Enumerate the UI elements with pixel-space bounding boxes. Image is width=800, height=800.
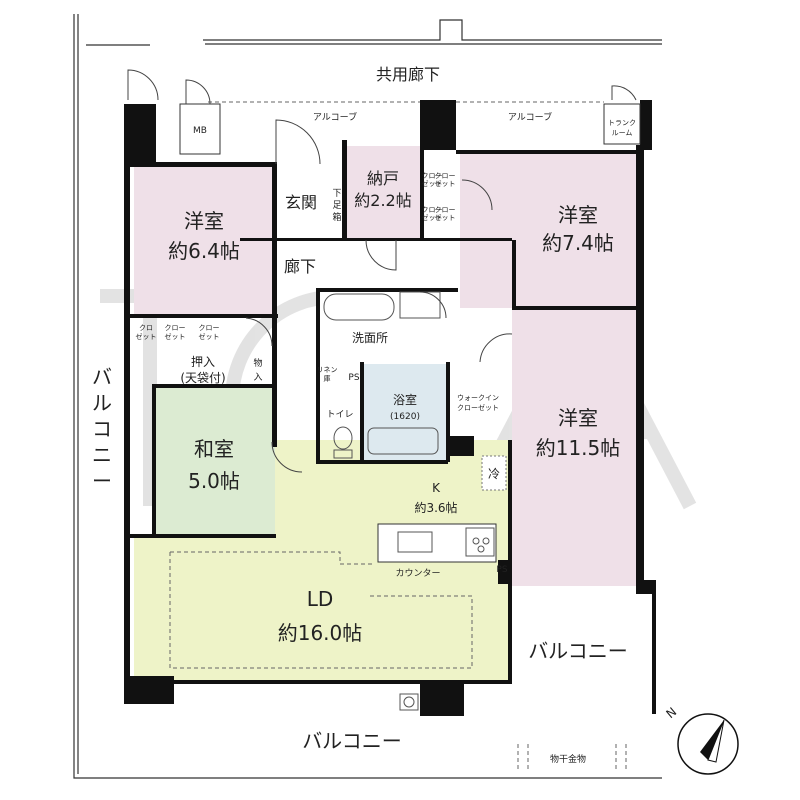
label-closet-a1-2: ゼット	[136, 332, 157, 341]
room-storage-size: 約2.2帖	[354, 191, 411, 210]
label-ps-1: PS	[348, 373, 359, 383]
room-living	[134, 440, 512, 684]
label-closet-a3-1: クロー	[199, 324, 220, 332]
label-fridge: 冷	[488, 467, 500, 481]
label-closet-b2-2: ゼット	[435, 179, 456, 188]
label-closet-b4-1: クロー	[435, 206, 456, 214]
label-ps-2: PS	[496, 565, 507, 575]
compass-north-label: N	[663, 705, 679, 721]
label-mono-1: 物	[253, 357, 262, 369]
label-closet-b1-1: クロー	[422, 172, 443, 180]
label-shoebox-1: 下	[332, 189, 341, 199]
label-walkin-1: ウォークイン	[457, 394, 499, 402]
room-storage	[346, 146, 424, 238]
label-laundry: 物干金物	[550, 753, 586, 765]
label-oshiire-2: (天袋付)	[180, 371, 225, 385]
room-western-c	[512, 308, 642, 586]
label-balcony-west-1: バ	[92, 365, 112, 389]
label-closet-b3-2: ゼット	[422, 213, 443, 222]
walls	[124, 100, 656, 716]
compass-arrow-icon	[700, 720, 724, 760]
label-balcony-east: バルコニー	[528, 639, 628, 663]
room-japanese-size: 5.0帖	[188, 469, 240, 493]
door-swings	[127, 69, 637, 473]
label-closet-a2-1: クロー	[165, 324, 186, 332]
room-bath-name: 浴室	[393, 392, 417, 407]
room-western-c-size: 約11.5帖	[536, 436, 621, 460]
label-shoebox-3: 箱	[332, 211, 341, 223]
label-closet-b4-2: ゼット	[435, 213, 456, 222]
room-wash	[320, 290, 452, 364]
label-closet-a3-2: ゼット	[199, 332, 220, 341]
room-kitchen-size: 約3.6帖	[414, 500, 457, 515]
room-ld-name: LD	[307, 587, 334, 611]
room-storage-name: 納戸	[367, 169, 399, 188]
label-mb: MB	[193, 126, 207, 136]
label-alcove-right: アルコーブ	[508, 111, 552, 123]
label-balcony-west-3: コ	[92, 417, 112, 441]
label-balcony-west-4: ニ	[92, 443, 112, 467]
room-ld-size: 約16.0帖	[278, 621, 363, 645]
room-western-b-name: 洋室	[558, 203, 598, 227]
label-closet-b2-1: クロー	[435, 172, 456, 180]
label-trunk-room-1: トランク	[608, 119, 636, 127]
compass: N	[663, 705, 739, 775]
label-counter: カウンター	[395, 568, 440, 579]
label-linen-1: リネン	[317, 366, 338, 374]
label-balcony-south: バルコニー	[302, 729, 402, 753]
label-oshiire-1: 押入	[191, 355, 215, 369]
label-washroom: 洗面所	[352, 331, 388, 345]
label-alcove-left: アルコーブ	[313, 111, 357, 123]
label-hallway: 廊下	[284, 257, 316, 276]
label-shared-corridor: 共用廊下	[376, 65, 440, 84]
room-bath	[364, 364, 446, 460]
label-toilet: トイレ	[326, 410, 353, 420]
label-closet-a1-1: クロ	[139, 324, 153, 332]
label-trunk-room-2: ルーム	[612, 129, 633, 137]
label-balcony-west: バ ル コ ニ ー	[92, 365, 112, 493]
room-bath-size: (1620)	[390, 412, 420, 422]
label-closet-b1-2: ゼット	[422, 179, 443, 188]
room-western-c-name: 洋室	[558, 406, 598, 430]
label-balcony-west-2: ル	[92, 391, 112, 415]
room-kitchen-name: K	[432, 481, 441, 495]
room-japanese	[155, 388, 275, 536]
room-western-a-name: 洋室	[184, 209, 224, 233]
room-japanese-name: 和室	[194, 437, 234, 461]
label-shoebox-2: 足	[332, 200, 341, 211]
label-balcony-west-5: ー	[92, 469, 112, 493]
room-western-b-size: 約7.4帖	[542, 231, 614, 255]
room-western-a-size: 約6.4帖	[168, 239, 240, 263]
label-closet-b3-1: クロー	[422, 206, 443, 214]
label-linen-2: 庫	[324, 374, 331, 383]
room-western-b	[460, 150, 642, 308]
label-walkin-2: クローゼット	[457, 403, 499, 412]
label-closet-a2-2: ゼット	[165, 332, 186, 341]
label-entrance: 玄関	[285, 193, 317, 212]
label-mono-2: 入	[253, 372, 262, 383]
